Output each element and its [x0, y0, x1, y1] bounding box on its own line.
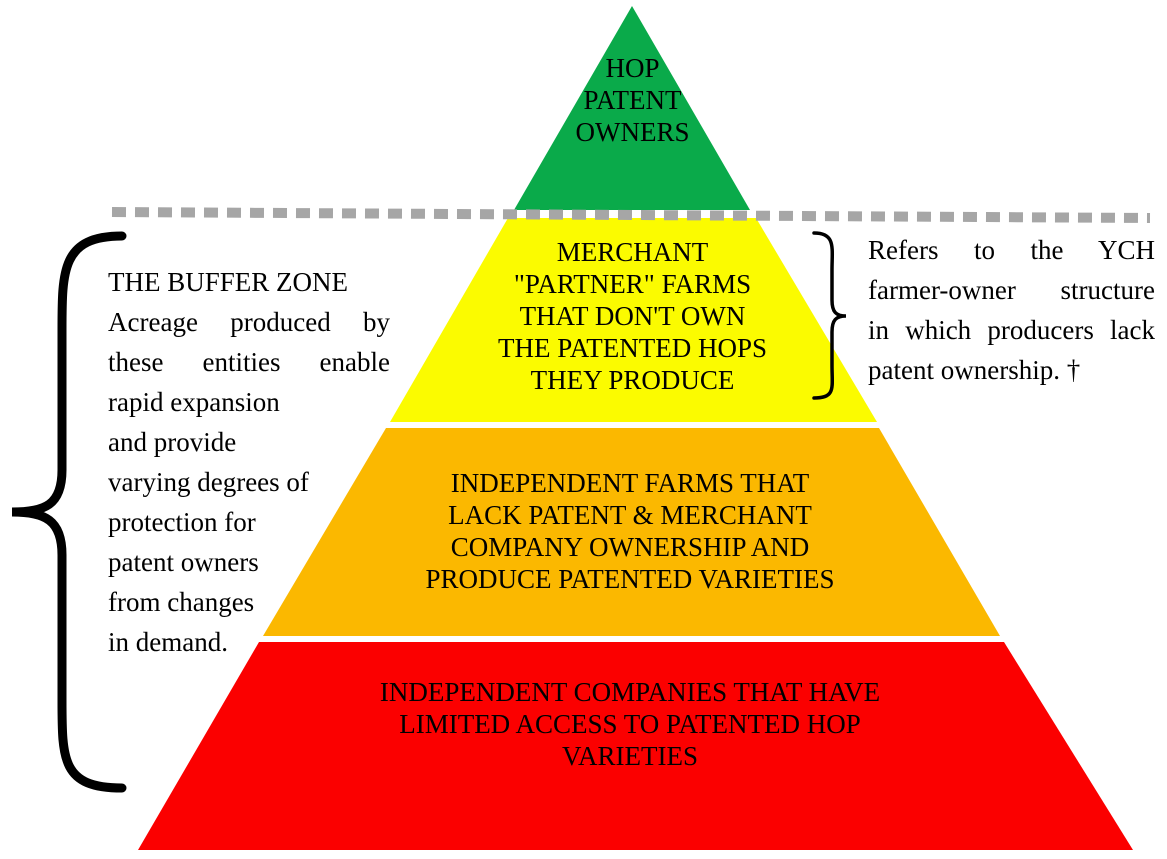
buffer-zone-text: THE BUFFER ZONE Acreage produced by thes…: [108, 262, 390, 662]
buffer-zone-line: varying degrees of: [108, 467, 309, 497]
ych-note-line: farmer-owner structure: [868, 275, 1155, 305]
tier-label-line: THAT DON'T OWN: [519, 301, 746, 331]
tier-label-line: THEY PRODUCE: [530, 365, 735, 395]
ych-note-line: Refers to the YCH: [868, 235, 1155, 265]
buffer-zone-line: from changes: [108, 587, 255, 617]
tier-label-line: LIMITED ACCESS TO PATENTED HOP: [399, 709, 861, 739]
tier-independent-farms-shape: [263, 428, 1000, 636]
buffer-zone-line: in demand.: [108, 627, 228, 657]
tier-merchant-partner-farms-shape: [390, 218, 877, 422]
buffer-zone-line: and provide: [108, 427, 237, 457]
tier-label-line: "PARTNER" FARMS: [513, 269, 752, 299]
tier-label-line: MERCHANT: [556, 237, 709, 267]
buffer-zone-title: THE BUFFER ZONE: [108, 267, 349, 297]
tier-label-line: PRODUCE PATENTED VARIETIES: [425, 564, 835, 594]
tier-label-line: INDEPENDENT COMPANIES THAT HAVE: [379, 677, 881, 707]
tier-label-line: PATENT: [583, 85, 682, 115]
tier-independent-companies-label: INDEPENDENT COMPANIES THAT HAVE LIMITED …: [300, 676, 960, 772]
buffer-zone-divider: [111, 207, 1151, 223]
ych-note-text: Refers to the YCH farmer-owner structure…: [868, 230, 1155, 390]
ych-note-line: patent ownership. †: [868, 355, 1081, 385]
tier-independent-companies-shape: [138, 642, 1133, 850]
buffer-zone-line: protection for: [108, 507, 256, 537]
tier-patent-owners-label: HOP PATENT OWNERS: [520, 52, 745, 148]
tier-merchant-partner-farms-label: MERCHANT "PARTNER" FARMS THAT DON'T OWN …: [420, 236, 845, 396]
buffer-zone-line: these entities enable: [108, 347, 390, 377]
ych-note-brace: [812, 231, 847, 400]
tier-label-line: HOP: [605, 53, 660, 83]
buffer-zone-line: Acreage produced by: [108, 307, 390, 337]
buffer-zone-brace: [11, 231, 127, 793]
tier-label-line: OWNERS: [575, 117, 690, 147]
tier-label-line: COMPANY OWNERSHIP AND: [450, 532, 810, 562]
tier-label-line: VARIETIES: [561, 741, 698, 771]
tier-label-line: THE PATENTED HOPS: [497, 333, 768, 363]
tier-independent-farms-label: INDEPENDENT FARMS THAT LACK PATENT & MER…: [380, 467, 880, 595]
buffer-zone-line: rapid expansion: [108, 387, 280, 417]
buffer-zone-line: patent owners: [108, 547, 259, 577]
ych-note-line: in which producers lack: [868, 315, 1155, 345]
tier-label-line: INDEPENDENT FARMS THAT: [450, 468, 810, 498]
tier-label-line: LACK PATENT & MERCHANT: [448, 500, 812, 530]
tier-patent-owners-shape: [514, 6, 750, 210]
